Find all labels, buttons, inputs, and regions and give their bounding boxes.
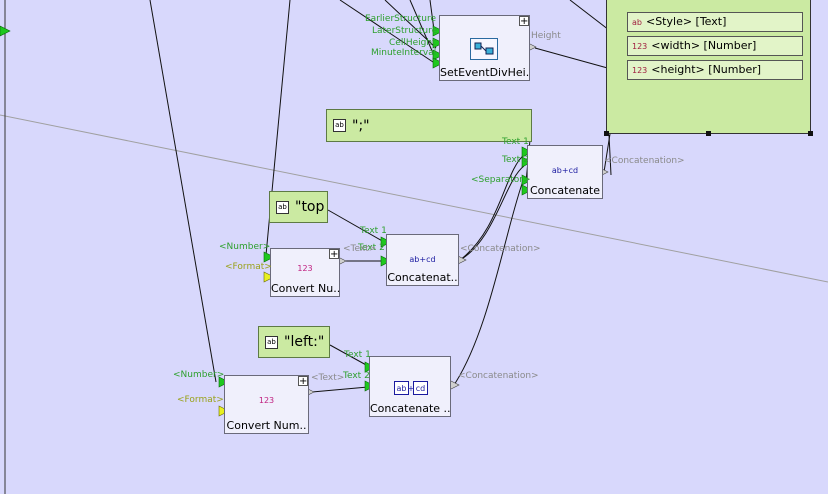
concatenate-icon: ab + cd [394, 381, 428, 395]
constant-value: ";" [352, 117, 370, 134]
svg-text:+: + [408, 384, 415, 393]
resize-handle[interactable] [808, 131, 813, 136]
port-label-text2: Text 2 [502, 155, 529, 165]
port-label-concatenation: <Concatenation> [604, 156, 685, 166]
output-ports [303, 41, 609, 398]
port-label-text: <Text> [311, 373, 345, 383]
number-type-icon: 123 [632, 42, 648, 51]
property-style[interactable]: ab<Style> [Text] [627, 12, 803, 32]
expand-icon[interactable]: + [329, 249, 339, 260]
wire-convert-bottom [311, 386, 369, 393]
resize-handle[interactable] [604, 131, 609, 136]
convert-number-node-bottom[interactable]: + 123 Convert Num.. [224, 375, 309, 434]
svg-text:cd: cd [416, 384, 425, 393]
concatenate-node-bottom[interactable]: ab + cd Concatenate .. [369, 356, 451, 417]
port-label-concatenation: <Concatenation> [458, 371, 539, 381]
port-label-concatenation: <Concatenation> [460, 244, 541, 254]
property-label: <width> [Number] [651, 39, 757, 52]
text-constant-icon: ab [333, 119, 346, 132]
node-title: Concatenat.. [387, 271, 458, 284]
node-title: Convert Nu.. [271, 282, 339, 295]
port-label-format: <Format> [225, 262, 272, 272]
port-label-separator: <Separator> [471, 175, 531, 185]
convert-number-icon: 123 [297, 264, 313, 273]
port-label-number: <Number> [219, 242, 271, 252]
constant-semicolon[interactable]: ab ";" [326, 109, 532, 142]
port-label-later: LaterStructure [372, 26, 438, 36]
set-event-div-height-node[interactable]: + SetEventDivHei.. [439, 15, 530, 81]
port-label-cellheight: CellHeight [389, 38, 436, 48]
convert-number-node-mid[interactable]: + 123 Convert Nu.. [270, 248, 340, 297]
constant-value: "left:" [284, 334, 325, 350]
wire-bottom-to-top [453, 177, 525, 386]
port-label-text1: Text 1 [502, 137, 529, 147]
port-label-earlier: EarlierStructure [365, 14, 437, 24]
text-constant-icon: ab [276, 200, 289, 214]
port-label-number: <Number> [173, 370, 225, 380]
port-label-text1: Text 1 [360, 226, 387, 236]
constant-value: "top [295, 199, 325, 215]
flow-diagram-icon [470, 38, 498, 60]
port-label-text1: Text 1 [344, 350, 371, 360]
concatenate-icon: ab+cd [551, 166, 579, 175]
port-label-height: Height [531, 31, 561, 41]
number-type-icon: 123 [632, 66, 648, 75]
property-label: <Style> [Text] [645, 15, 727, 28]
node-title: SetEventDivHei.. [440, 66, 529, 79]
port-label-format: <Format> [177, 395, 224, 405]
wire-panel-edge [608, 134, 612, 176]
svg-text:ab: ab [397, 384, 407, 393]
text-constant-icon: ab [265, 335, 278, 349]
wire-number-bottom [149, 0, 217, 383]
constant-top[interactable]: ab "top [269, 191, 328, 223]
property-label: <height> [Number] [651, 63, 762, 76]
expand-icon[interactable]: + [519, 16, 529, 27]
node-title: Concatenate [529, 184, 601, 197]
port-label-minute: MinuteInterval [371, 48, 437, 58]
port-label-text: <Text> [343, 244, 377, 254]
resize-handle[interactable] [706, 131, 711, 136]
port-label-text2: Text 2 [358, 243, 385, 253]
convert-number-icon: 123 [258, 396, 275, 405]
constant-left[interactable]: ab "left:" [258, 326, 330, 358]
node-title: Convert Num.. [226, 419, 307, 432]
property-height[interactable]: 123<height> [Number] [627, 60, 803, 80]
concatenate-icon: ab+cd [409, 255, 436, 264]
concatenate-node-mid[interactable]: ab+cd Concatenat.. [386, 234, 459, 286]
expand-icon[interactable]: + [298, 376, 308, 387]
text-type-icon: ab [632, 18, 642, 27]
properties-panel[interactable]: ab<Style> [Text] 123<width> [Number] 123… [604, 0, 813, 136]
node-title: Concatenate .. [370, 402, 450, 415]
concatenate-node-top[interactable]: ab+cd Concatenate [527, 145, 603, 199]
property-width[interactable]: 123<width> [Number] [627, 36, 803, 56]
port-label-text2: Text 2 [343, 371, 370, 381]
